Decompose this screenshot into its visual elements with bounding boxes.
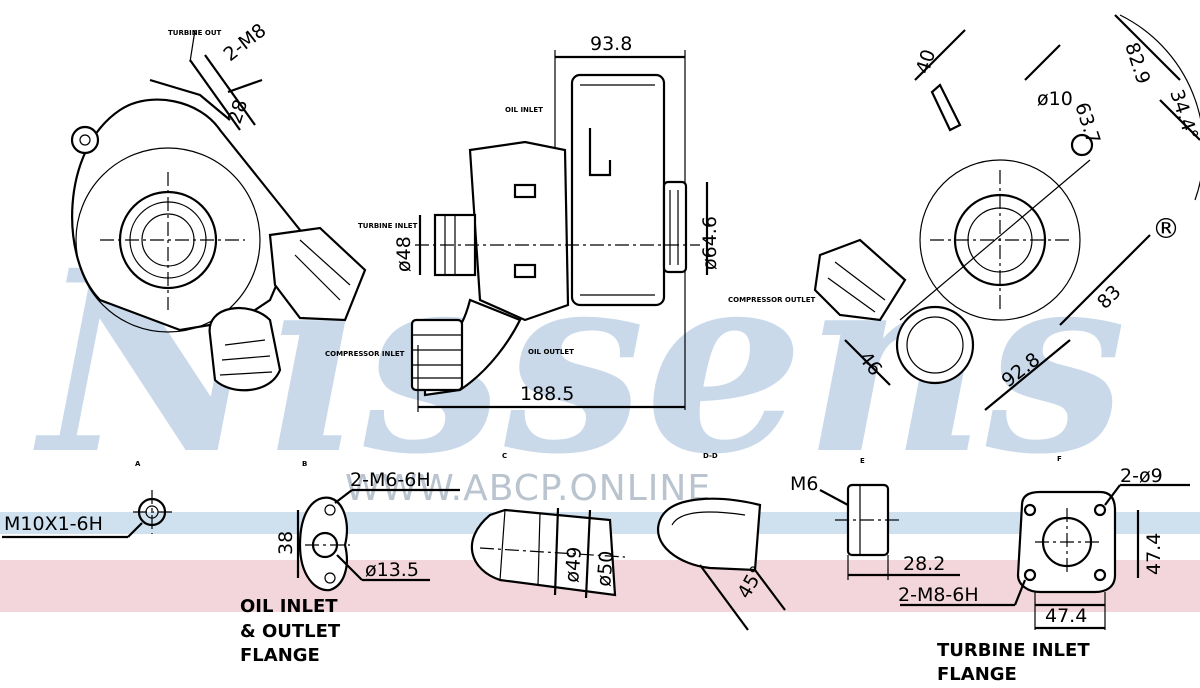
section-letter-f: F: [1057, 455, 1062, 463]
watermark-registered: ®: [1152, 212, 1180, 245]
dim-82-9: 82.9: [1120, 40, 1154, 87]
detail-c-inner: ø49: [561, 546, 586, 584]
caption-oil-line1: OIL INLET: [240, 596, 338, 617]
dim-40: 40: [912, 47, 940, 77]
detail-f-holes: 2-ø9: [1120, 465, 1163, 487]
note-compressor-inlet: COMPRESSOR INLET: [325, 350, 405, 358]
detail-b-spacing: 38: [275, 531, 297, 555]
detail-b: 38 2-M6-6H ø13.5: [275, 469, 460, 592]
dim-length-top: 93.8: [590, 33, 632, 55]
dim-angle: 34.4°: [1165, 87, 1200, 143]
detail-f-width-v: 47.4: [1143, 533, 1165, 575]
detail-a-thread: M10X1-6H: [4, 513, 103, 535]
watermark-site: WWW.ABCP.ONLINE: [345, 468, 711, 509]
detail-a: M10X1-6H: [2, 490, 175, 539]
caption-turbine-line1: TURBINE INLET: [937, 640, 1090, 661]
section-letters: A B C D-D E F: [135, 452, 1062, 468]
detail-d: 45°: [657, 497, 786, 631]
detail-b-hole: ø13.5: [365, 559, 419, 581]
note-compressor-outlet: COMPRESSOR OUTLET: [728, 296, 816, 304]
caption-oil-line2: & OUTLET: [240, 621, 341, 642]
caption-turbine-line2: FLANGE: [937, 664, 1017, 684]
section-letter-a: A: [135, 460, 141, 468]
section-letter-e: E: [860, 457, 865, 465]
center-view-profile: 93.8 ø64.6 ø48 188.5 OIL INLET TURBINE I…: [325, 33, 721, 412]
detail-c-outer: ø50: [593, 550, 618, 588]
note-oil-outlet: OIL OUTLET: [528, 348, 574, 356]
turbine-flange-caption: TURBINE INLET FLANGE: [937, 640, 1090, 685]
dim-length-bottom: 188.5: [520, 383, 574, 405]
detail-f: 2-ø9 47.4 47.4 2-M8-6H: [898, 465, 1190, 630]
caption-oil-line3: FLANGE: [240, 645, 320, 666]
section-letter-d: D-D: [703, 452, 718, 460]
note-turbine-inlet: TURBINE INLET: [358, 222, 418, 230]
oil-flange-caption: OIL INLET & OUTLET FLANGE: [240, 596, 341, 666]
dim-hole-10: ø10: [1037, 88, 1073, 110]
dim-dia-left: ø48: [393, 236, 415, 272]
detail-f-bolts: 2-M8-6H: [898, 584, 979, 606]
detail-e-length: 28.2: [903, 553, 945, 575]
note-turbine-out: TURBINE OUT: [168, 29, 222, 37]
note-oil-inlet: OIL INLET: [505, 106, 543, 114]
section-letter-b: B: [302, 460, 307, 468]
detail-e: 28.2 M6: [790, 473, 960, 580]
section-letter-c: C: [502, 452, 507, 460]
detail-c: ø49 ø50: [470, 507, 626, 599]
dim-bolt-spacing: 28: [224, 97, 252, 127]
dim-dia-right: ø64.6: [699, 216, 721, 270]
detail-b-bolts: 2-M6-6H: [350, 469, 431, 491]
detail-f-width-h: 47.4: [1045, 605, 1087, 627]
dim-bolt-spec: 2-M8: [220, 19, 271, 66]
detail-e-thread: M6: [790, 473, 818, 495]
